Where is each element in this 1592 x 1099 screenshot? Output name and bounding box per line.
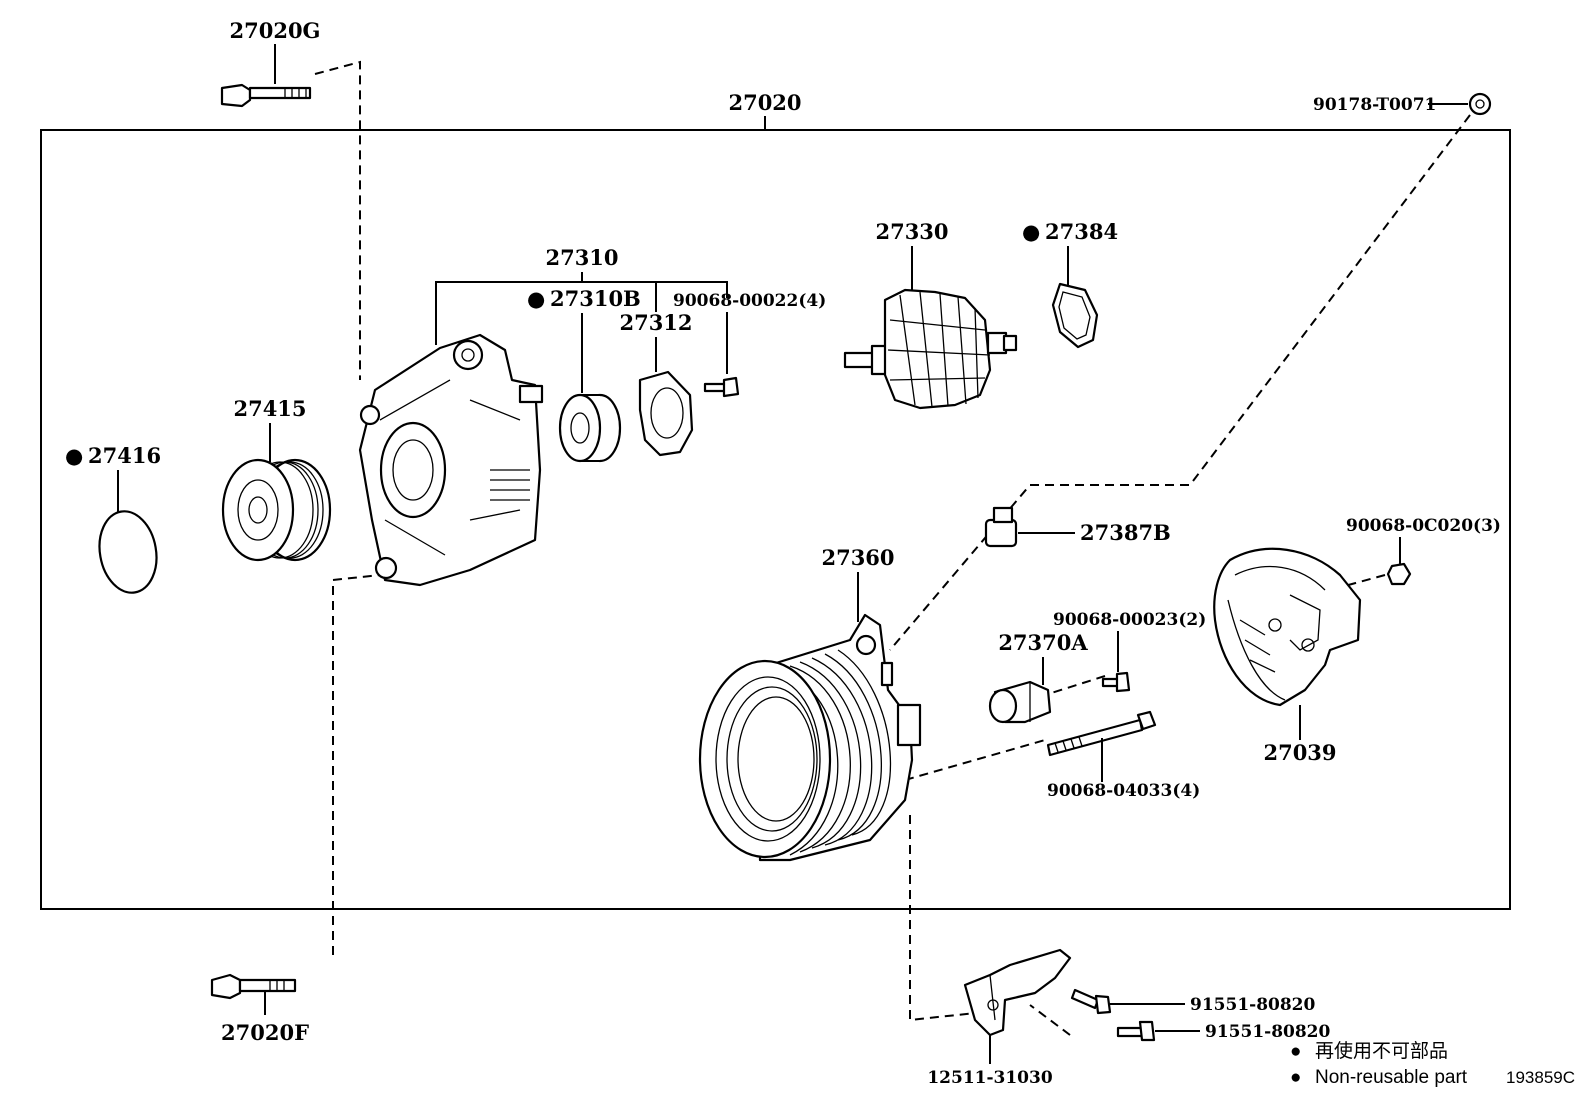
retainer-plate-27312-icon[interactable] xyxy=(638,370,694,457)
part-label-27312[interactable]: 27312 xyxy=(619,310,692,335)
legend-text-english: Non-reusable part xyxy=(1315,1067,1468,1088)
part-label-27384[interactable]: 27384 xyxy=(1045,219,1118,244)
pulley-27415-icon[interactable] xyxy=(221,458,332,562)
part-label-27370a[interactable]: 27370A xyxy=(998,630,1088,655)
part-label-90068-04033[interactable]: 90068-04033(4) xyxy=(1047,781,1200,801)
part-label-27330[interactable]: 27330 xyxy=(875,219,948,244)
bearing-27310b-icon[interactable] xyxy=(558,393,622,463)
part-label-91551-80820-a[interactable]: 91551-80820 xyxy=(1190,995,1316,1015)
screw-90068-00023-icon[interactable] xyxy=(1101,671,1131,693)
part-label-27020f[interactable]: 27020F xyxy=(221,1020,309,1045)
legend-marker-english: ● xyxy=(1290,1067,1301,1088)
bolt-27020f-icon[interactable] xyxy=(210,973,297,1000)
nut-90178-icon[interactable] xyxy=(1468,92,1492,116)
part-label-27310b[interactable]: 27310B xyxy=(550,286,641,311)
legend-text-japanese: 再使用不可部品 xyxy=(1315,1040,1448,1062)
marker-27384: ● xyxy=(1022,219,1040,244)
bolt-27020g-icon[interactable] xyxy=(220,83,312,108)
part-label-27387b[interactable]: 27387B xyxy=(1080,520,1171,545)
rear-cover-27039-icon[interactable] xyxy=(1213,547,1362,707)
part-label-90068-00023[interactable]: 90068-00023(2) xyxy=(1053,610,1206,630)
rotor-27330-icon[interactable] xyxy=(843,288,1018,410)
through-bolt-90068-04033-icon[interactable] xyxy=(1046,710,1157,757)
part-label-27415[interactable]: 27415 xyxy=(233,396,306,421)
part-label-90068-00022[interactable]: 90068-00022(4) xyxy=(673,291,826,311)
part-label-27310[interactable]: 27310 xyxy=(545,245,618,270)
bolt-91551-80820-b-icon[interactable] xyxy=(1116,1020,1156,1042)
part-label-90068-0c020[interactable]: 90068-0C020(3) xyxy=(1346,516,1501,536)
part-label-12511-31030[interactable]: 12511-31030 xyxy=(927,1068,1053,1088)
legend: ● 再使用不可部品 ● Non-reusable part xyxy=(1290,1040,1468,1088)
drive-end-frame-27310-icon[interactable] xyxy=(358,333,544,587)
part-label-27360[interactable]: 27360 xyxy=(821,545,894,570)
connector-27387b-icon[interactable] xyxy=(984,506,1018,548)
nut-90068-0c020-icon[interactable] xyxy=(1386,562,1412,586)
reference-code: 193859C xyxy=(1506,1068,1575,1087)
part-label-27039[interactable]: 27039 xyxy=(1263,740,1336,765)
screw-90068-00022-icon[interactable] xyxy=(703,376,740,398)
part-label-27020[interactable]: 27020 xyxy=(728,90,801,115)
assembly-frame xyxy=(40,129,1511,910)
marker-27416: ● xyxy=(65,443,83,468)
bolt-91551-80820-a-icon[interactable] xyxy=(1070,988,1112,1015)
part-label-27020g[interactable]: 27020G xyxy=(230,18,321,43)
part-label-27416[interactable]: 27416 xyxy=(88,443,161,468)
part-label-91551-80820-b[interactable]: 91551-80820 xyxy=(1205,1022,1331,1042)
cover-27384-icon[interactable] xyxy=(1051,282,1099,349)
brush-holder-27370a-icon[interactable] xyxy=(988,680,1052,724)
marker-27310b: ● xyxy=(527,286,545,311)
part-label-90178-t0071[interactable]: 90178-T0071 xyxy=(1313,95,1436,115)
cap-27416-icon[interactable] xyxy=(93,507,162,597)
legend-marker-japanese: ● xyxy=(1290,1041,1301,1062)
bracket-12511-31030-icon[interactable] xyxy=(963,948,1072,1037)
stator-housing-27360-icon[interactable] xyxy=(698,613,922,862)
